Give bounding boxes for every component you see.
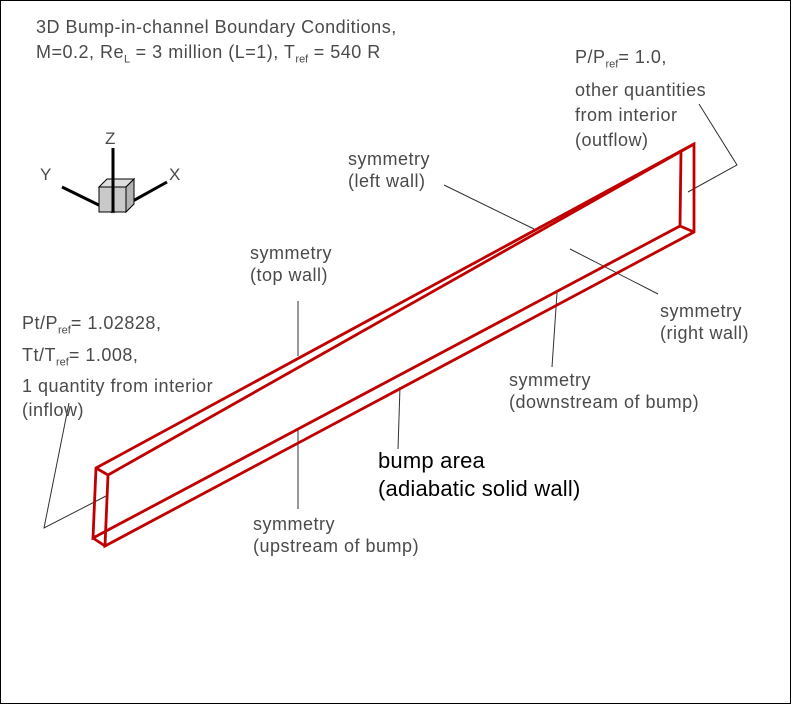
right-wall-label: symmetry (right wall) — [660, 301, 750, 343]
leader-outflow — [687, 103, 738, 193]
top-wall-label: symmetry (top wall) — [250, 243, 332, 285]
outflow-line3: from interior — [575, 104, 678, 125]
leader-bump-area — [397, 386, 401, 450]
channel-front-wall — [91, 148, 683, 541]
channel-edge-bottom-near — [92, 536, 106, 548]
leader-lines-group — [43, 103, 738, 529]
left-wall-label: symmetry (left wall) — [348, 149, 430, 191]
upstream-label: symmetry (upstream of bump) — [253, 514, 420, 556]
inflow-line4: (inflow) — [22, 400, 85, 421]
title-line2: M=0.2, ReL = 3 million (L=1), Tref = 540… — [36, 42, 381, 66]
leader-left-wall — [443, 184, 535, 230]
channel-edge-bottom-far — [679, 224, 695, 234]
diagram-title: 3D Bump-in-channel Boundary Conditions, … — [36, 15, 397, 73]
outflow-annotation: P/Pref= 1.0, other quantities from inter… — [575, 45, 706, 153]
channel-edge-top-near — [95, 466, 109, 477]
outflow-line2: other quantities — [575, 79, 707, 100]
channel-edge-top-far — [680, 142, 695, 153]
title-line1: 3D Bump-in-channel Boundary Conditions, — [36, 17, 397, 37]
inflow-annotation: Pt/Pref= 1.02828, Tt/Tref= 1.008, 1 quan… — [22, 311, 213, 422]
leader-inflow — [43, 402, 107, 529]
z-axis-label: Z — [105, 129, 116, 148]
outflow-line1: P/Pref= 1.0, — [575, 47, 667, 71]
axis-triad — [61, 148, 168, 214]
bump-area-label: bump area (adiabatic solid wall) — [378, 448, 581, 501]
y-axis-label: Y — [40, 165, 52, 184]
leader-right-wall — [569, 248, 659, 295]
origin-cube — [97, 177, 136, 214]
outflow-line4: (outflow) — [575, 129, 649, 150]
channel-wireframe — [91, 141, 696, 549]
x-axis-label: X — [169, 165, 181, 184]
inflow-line3: 1 quantity from interior — [22, 376, 214, 397]
inflow-line2: Tt/Tref= 1.008, — [22, 344, 139, 369]
inflow-line1: Pt/Pref= 1.02828, — [22, 313, 162, 337]
downstream-label: symmetry (downstream of bump) — [509, 370, 700, 412]
